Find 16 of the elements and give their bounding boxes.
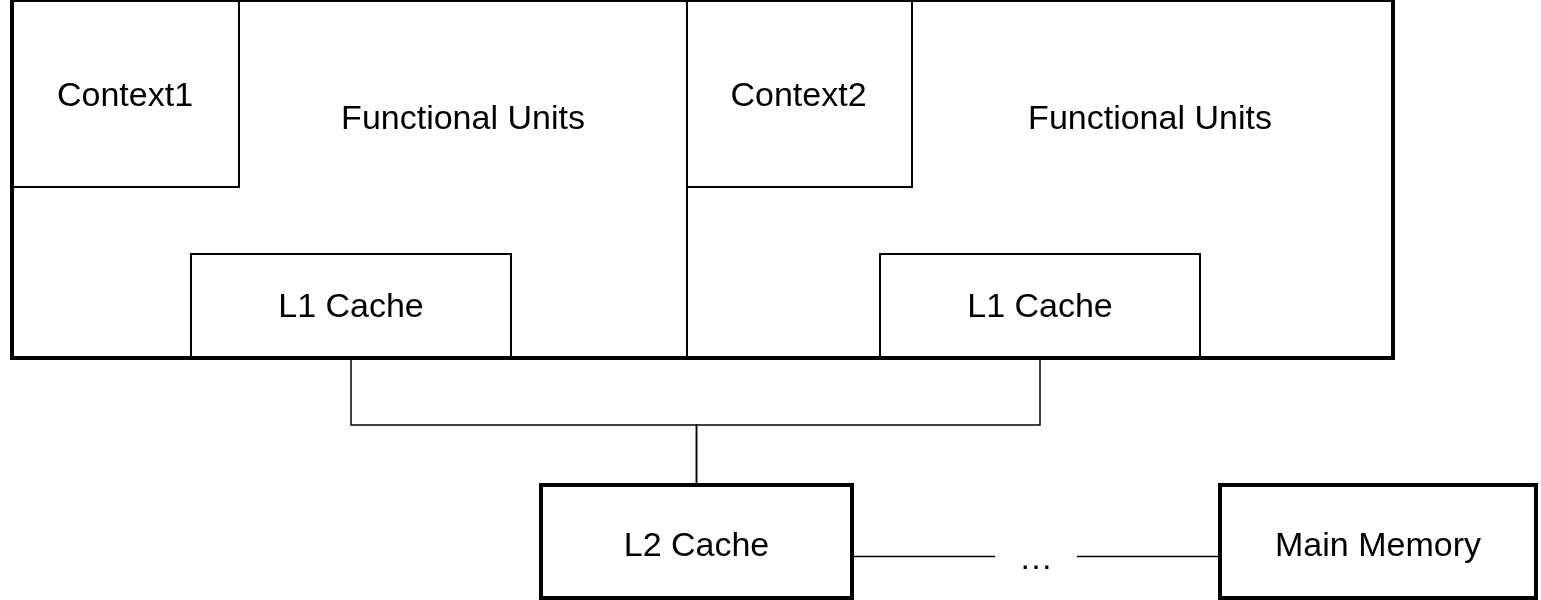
cache-box — [190, 253, 512, 356]
cache-box — [539, 483, 854, 600]
cache-box — [879, 253, 1201, 356]
node-label: Context1 — [55, 73, 195, 115]
node-label: Context2 — [729, 73, 868, 115]
node-label: Main Memory — [1274, 523, 1482, 565]
node-label: L2 Cache — [622, 523, 771, 565]
node-label: L1 Cache — [277, 285, 425, 326]
node-label: Functional Units — [340, 96, 586, 138]
node-label: Functional Units — [1027, 96, 1273, 138]
core-region — [14, 2, 688, 356]
context-box — [688, 2, 913, 188]
node-label: L1 Cache — [966, 285, 1114, 326]
chip-box — [10, 0, 1395, 360]
context-box — [14, 2, 240, 188]
memory-box — [1218, 483, 1538, 600]
